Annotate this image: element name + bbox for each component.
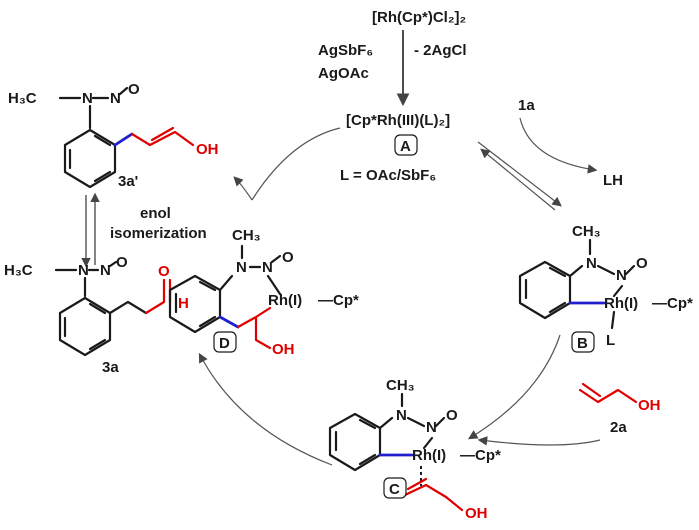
cycle-arc-B-to-C — [467, 334, 561, 440]
lh-label: LH — [603, 172, 623, 189]
agoac-label: AgOAc — [318, 65, 369, 82]
tag-box-A — [394, 134, 418, 156]
aldehyde-product-3a: H₃C N N O O H 3a — [4, 254, 189, 376]
oh-label: OH — [196, 141, 219, 158]
tag-B: B — [577, 335, 588, 352]
n-label: N — [616, 267, 627, 284]
oh-label: OH — [638, 397, 661, 414]
n-label: N — [100, 262, 111, 279]
cycle-arc-C-to-D — [198, 352, 333, 466]
tag-box-C — [383, 477, 407, 499]
isomerization-label-1: enol — [140, 205, 171, 222]
n-label: N — [236, 259, 247, 276]
tag-box-D — [213, 331, 237, 353]
agcl-byproduct-label: - 2AgCl — [414, 42, 467, 59]
n-label: N — [426, 419, 437, 436]
n-label: N — [78, 262, 89, 279]
catalyst-tag: A — [400, 138, 411, 155]
cp-label: —Cp* — [460, 447, 501, 464]
intermediate-D: CH₃ N N O Rh(I) —Cp* OH D — [168, 227, 359, 358]
rh-label: Rh(I) — [268, 292, 302, 309]
n-label: N — [110, 90, 121, 107]
o-label: O — [446, 407, 458, 424]
enol-product-3a-prime: H₃C N N O OH 3a' — [8, 81, 219, 190]
intermediate-B: CH₃ N N O Rh(I) —Cp* L B — [518, 223, 693, 353]
ch3-label: CH₃ — [386, 377, 415, 394]
l-ligand-label: L — [606, 332, 615, 349]
agsbf6-label: AgSbF₆ — [318, 42, 373, 59]
n-label: N — [396, 407, 407, 424]
rh-label: Rh(I) — [604, 295, 638, 312]
n-label: N — [586, 255, 597, 272]
catalyst-formula: [Cp*Rh(III)(L)₂] — [346, 112, 450, 129]
o-label: O — [128, 81, 140, 98]
rh-label: Rh(I) — [412, 447, 446, 464]
cycle-arc-to-enol — [233, 176, 253, 201]
aldehyde-tag: 3a — [102, 359, 119, 376]
tag-C: C — [389, 481, 400, 498]
substrate-label: 1a — [518, 97, 535, 114]
o-label: O — [636, 255, 648, 272]
n-label: N — [82, 90, 93, 107]
lh-release-arrow — [519, 117, 598, 174]
alkene-insertion-arrow — [477, 436, 601, 446]
cp-label: —Cp* — [318, 292, 359, 309]
isomerization-label-2: isomerization — [110, 225, 207, 242]
tag-box-B — [571, 331, 595, 353]
oh-label: OH — [465, 505, 488, 522]
precatalyst-label: [Rh(Cp*)Cl₂]₂ — [372, 9, 466, 26]
intermediate-C: CH₃ N N O Rh(I) —Cp* OH C — [328, 377, 501, 522]
h-label: H — [178, 295, 189, 312]
reverse-arrow-B-A — [480, 148, 556, 211]
o-label: O — [158, 263, 170, 280]
o-label: O — [116, 254, 128, 271]
h3c-label: H₃C — [8, 90, 37, 107]
ch3-label: CH₃ — [572, 223, 601, 240]
o-label: O — [282, 249, 294, 266]
h3c-label: H₃C — [4, 262, 33, 279]
alkene-tag: 2a — [610, 419, 627, 436]
cp-label: —Cp* — [652, 295, 693, 312]
cycle-arc-top-left — [251, 127, 341, 201]
ch3-label: CH₃ — [232, 227, 261, 244]
forward-arrow-A-B — [477, 141, 562, 207]
ligand-definition: L = OAc/SbF₆ — [340, 167, 436, 184]
tag-D: D — [219, 335, 230, 352]
enol-tag: 3a' — [118, 173, 138, 190]
oh-label: OH — [272, 341, 295, 358]
allyl-alcohol-2a: OH 2a — [578, 382, 661, 436]
n-label: N — [262, 259, 273, 276]
